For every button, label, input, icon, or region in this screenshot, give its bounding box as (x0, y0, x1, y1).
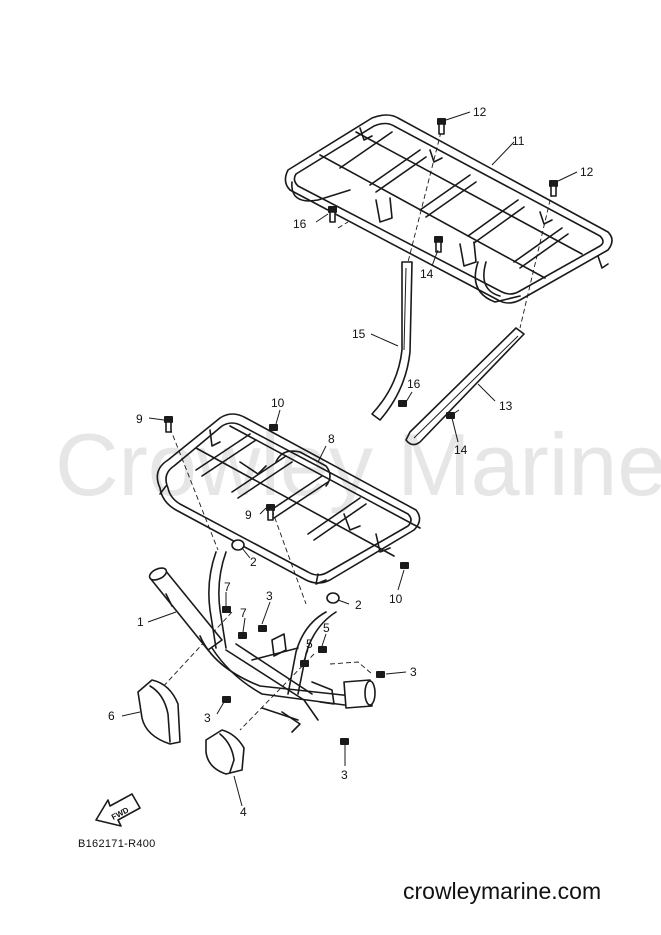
front-guard (148, 551, 376, 733)
leader-lines (121, 111, 578, 807)
cover-4 (205, 729, 245, 775)
callout-3c: 3 (204, 711, 211, 725)
callout-2a: 2 (250, 555, 257, 569)
callout-10b: 10 (389, 592, 403, 606)
callout-14b: 14 (454, 443, 468, 457)
bolts (164, 118, 558, 745)
callout-4: 4 (240, 805, 247, 819)
callout-15: 15 (352, 327, 366, 341)
site-footer-text: crowleymarine.com (403, 878, 602, 904)
callout-9a: 9 (136, 412, 143, 426)
assembly-line (337, 221, 349, 229)
stay-15 (371, 261, 413, 421)
cover-6 (137, 679, 181, 745)
watermark: Crowley Marine (55, 415, 661, 514)
diagram-code: B162171-R400 (78, 838, 156, 850)
assembly-line (329, 661, 373, 675)
fwd-arrow-icon: FWD (95, 793, 141, 827)
callout-7a: 7 (224, 580, 231, 594)
callout-7b: 7 (240, 606, 247, 620)
callout-6: 6 (108, 709, 115, 723)
callout-3d: 3 (341, 768, 348, 782)
callout-10a: 10 (271, 396, 285, 410)
callout-1: 1 (137, 615, 144, 629)
callout-2b: 2 (355, 598, 362, 612)
assembly-line (519, 191, 553, 329)
callout-14a: 14 (420, 267, 434, 281)
callout-11: 11 (512, 134, 525, 148)
callout-13: 13 (499, 399, 513, 413)
callout-12b: 12 (580, 165, 594, 179)
assembly-line (159, 611, 233, 691)
rear-carrier (284, 114, 613, 304)
front-carrier (156, 413, 421, 585)
callout-labels: 12 11 12 16 14 15 16 13 14 9 10 8 9 2 10… (108, 105, 594, 819)
callout-16b: 16 (407, 377, 421, 391)
callout-16a: 16 (293, 217, 307, 231)
assembly-line (169, 427, 219, 551)
callout-3a: 3 (266, 589, 273, 603)
assembly-line (271, 509, 307, 605)
callout-8: 8 (328, 432, 335, 446)
callout-5a: 5 (306, 637, 313, 651)
callout-12a: 12 (473, 105, 487, 119)
stay-13 (405, 327, 525, 446)
assembly-line (407, 131, 442, 263)
callout-9b: 9 (245, 508, 252, 522)
callout-5b: 5 (323, 621, 330, 635)
callout-3b: 3 (410, 665, 417, 679)
